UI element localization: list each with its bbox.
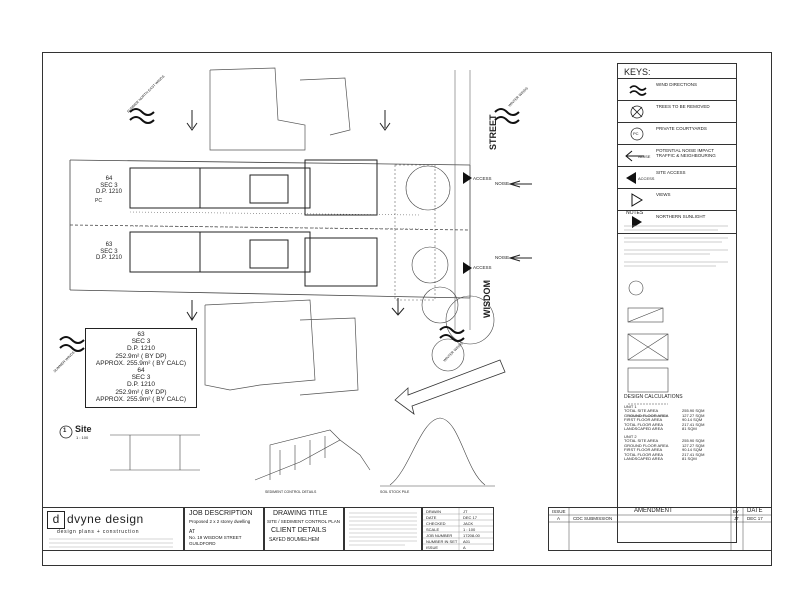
job-description-block: JOB DESCRIPTION Proposed 2 x 2 storey dw… (184, 507, 264, 551)
noise-label: NOISE (495, 181, 510, 186)
address-line2: GUILDFORD (189, 541, 216, 546)
brand-mark: d (47, 511, 65, 529)
wind-icon (624, 82, 650, 98)
view-icon (624, 192, 650, 208)
drawing-title-heading: DRAWING TITLE (273, 510, 328, 517)
access-icon: ACCESS (624, 170, 654, 186)
brand-block: d dvyne design design plans + constructi… (42, 507, 184, 551)
access-label: ACCESS (473, 265, 492, 270)
drawing-title-block: DRAWING TITLE SITE / SEDIMENT CONTROL PL… (264, 507, 344, 551)
access-label: ACCESS (473, 176, 492, 181)
street-label-south: WISDOM (482, 280, 492, 318)
notes-title: NOTES (626, 210, 644, 216)
amendment-desc: CDC SUBMISSION (573, 516, 613, 521)
sunlight-icon (624, 214, 650, 230)
client-heading: CLIENT DETAILS (271, 527, 327, 534)
key-courtyards: PC PRIVATE COURTYARDS (618, 122, 736, 145)
site-label-number: 1 (63, 428, 67, 434)
key-noise: NOISE POTENTIAL NOISE IMPACT TRAFFIC & N… (618, 144, 736, 167)
sediment-detail-label: SEDIMENT CONTROL DETAILS (265, 490, 317, 494)
brand-name: dvyne design (67, 512, 144, 526)
job-desc: Proposed 2 x 2 storey dwelling (189, 519, 251, 524)
job-desc-heading: JOB DESCRIPTION (189, 510, 253, 517)
drawing-sheet (42, 52, 772, 566)
drawing-title: SITE / SEDIMENT CONTROL PLAN (267, 519, 341, 524)
site-label-scale: 1 : 100 (76, 435, 89, 440)
street-label-east: STREET (488, 114, 498, 150)
key-trees: TREES TO BE REMOVED (618, 100, 736, 123)
address-line1: No. 19 WISDOM STREET (189, 535, 242, 540)
brand-tagline: design plans + construction (57, 529, 140, 535)
noise-label: NOISE (495, 255, 510, 260)
keys-title: KEYS: (624, 67, 651, 77)
tree-removal-icon (624, 104, 650, 120)
site-label-title: Site (75, 424, 92, 434)
amendment-block: ISSUE AMENDMENT BY DATE A CDC SUBMISSION… (548, 507, 772, 551)
soil-stockpile-label: SOIL STOCK PILE (380, 490, 410, 494)
key-sunlight: NORTHERN SUNLIGHT (618, 210, 736, 234)
private-courtyard-label: PC (95, 198, 102, 204)
key-views: VIEWS (618, 188, 736, 211)
keys-panel: KEYS: WIND DIRECTIONS TREES TO BE REMOVE… (617, 63, 737, 543)
key-wind: WIND DIRECTIONS (618, 78, 736, 101)
design-calc-title: DESIGN CALCULATIONS (624, 394, 683, 400)
client-name: SAYED BOUMELHEM (269, 537, 320, 543)
lot-summary-box: 63 SEC 3 D.P. 1210 252.9m² ( BY DP) APPR… (85, 328, 197, 408)
courtyard-icon: PC (624, 126, 650, 142)
disclaimer-block (344, 507, 422, 551)
noise-arrow-icon: NOISE (624, 148, 650, 164)
key-access: ACCESS SITE ACCESS (618, 166, 736, 189)
